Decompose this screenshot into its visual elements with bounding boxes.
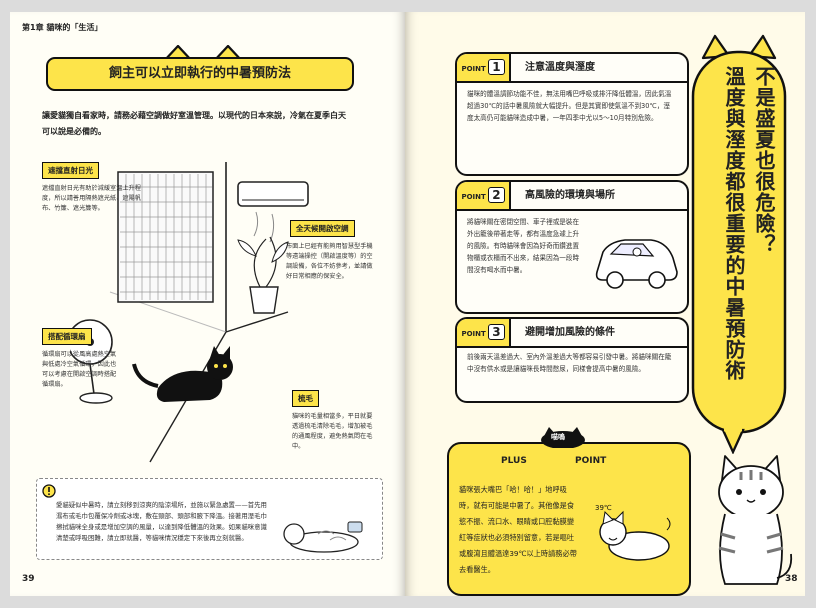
point-title-1: 注意溫度與溼度 xyxy=(525,62,595,73)
point-card-2: POINT 2 高風險的環境與場所 將貓咪關在密閉空間、車子裡或是裝在外出籠後帶… xyxy=(455,180,689,314)
point-badge-1: POINT 1 xyxy=(457,54,511,81)
point-header-3: POINT 3 避開增加風險的條件 xyxy=(457,319,687,348)
tip-label-fan: 搭配循環扇 xyxy=(42,328,92,345)
right-page: POINT 1 注意溫度與溼度 貓咪的體溫調節功能不佳，無法用嘴巴呼吸或排汗降低… xyxy=(405,12,805,596)
running-head: 第1章 貓咪的「生活」 xyxy=(22,23,103,32)
exclamation-icon xyxy=(42,484,56,498)
lying-cat-illustration xyxy=(283,521,363,553)
plus-label-right: POINT xyxy=(575,456,607,466)
sitting-cat-illustration xyxy=(718,455,793,585)
cat-head-badge-icon xyxy=(541,427,585,448)
tip-desc-brushing: 貓咪的毛量相當多，平日就要透過梳毛清除毛毛，增加被毛的通風程度，避免熱氣悶在毛中… xyxy=(292,413,373,450)
plus-badge-text: 喵嗚 xyxy=(551,433,565,441)
plus-label-left: PLUS xyxy=(501,456,527,466)
tip-label-aircon: 全天候開啟空調 xyxy=(290,220,355,237)
room-illustration xyxy=(70,162,309,463)
big-title-line-2: 溫度與溼度都很重要的中暑預防術 xyxy=(722,66,746,381)
point-card-3: POINT 3 避開增加風險的條件 前後兩天溫差過大、室內外溫差過大等都容易引發… xyxy=(455,317,689,403)
point-title-3: 避開增加風險的條件 xyxy=(525,327,615,338)
point-title-2: 高風險的環境與場所 xyxy=(525,190,615,201)
point-header-1: POINT 1 注意溫度與溼度 xyxy=(457,54,687,83)
tip-desc-sunlight: 遮擋直射日光有助於減緩室溫上升程度，所以請善用隔熱遮光紙、遮陽帆布、竹簾、遮光簾… xyxy=(42,185,141,212)
first-aid-note-text: 愛貓疑似中暑時，請立刻移到涼爽的陰涼場所，並施以緊急處置——首先用濕布或毛巾包覆… xyxy=(56,501,267,542)
tip-label-brushing: 梳毛 xyxy=(292,390,319,407)
tip-desc-aircon: 市面上已經有能夠用智慧型手機等遠端操控（開啟溫度等）的空調設備，各位不妨參考，並… xyxy=(286,243,373,280)
page-title: 飼主可以立即執行的中暑預防法 xyxy=(108,66,291,81)
page-title-box: 飼主可以立即執行的中暑預防法 xyxy=(46,57,354,91)
point-badge-2: POINT 2 xyxy=(457,182,511,209)
svg-text:39℃: 39℃ xyxy=(595,504,612,512)
plus-point-box xyxy=(447,442,691,596)
intro-text: 讓愛貓獨自看家時，請務必藉空調做好室溫管理。以現代的日本來說，冷氣在夏季白天可以… xyxy=(42,111,346,136)
point-card-1: POINT 1 注意溫度與溼度 貓咪的體溫調節功能不佳，無法用嘴巴呼吸或排汗降低… xyxy=(455,52,689,176)
page-number-left: 39 xyxy=(22,574,35,584)
big-title-line-1: 不是盛夏也很危險？ xyxy=(752,66,776,255)
plus-point-body: 貓咪張大嘴巴「哈！哈！」地呼吸時，就有可能是中暑了。其他像是食慾不振、流口水、眼… xyxy=(459,485,577,574)
point-body-3: 前後兩天溫差過大、室內外溫差過大等都容易引發中暑。將貓咪關在籠中沒有供水或是讓貓… xyxy=(467,353,672,373)
page-number-right: 38 xyxy=(785,574,798,584)
point-body-2: 將貓咪關在密閉空間、車子裡或是裝在外出籠後帶著走等，都有溫度急遽上升的風險。有時… xyxy=(467,218,580,274)
big-title-bubble xyxy=(691,34,787,454)
tip-desc-fan: 循環扇可以從風高處熱空氣與低處冷空氣循環，因此也可以考慮在開啟空調時搭配循環扇。 xyxy=(42,351,117,388)
tip-label-sunlight: 遮擋直射日光 xyxy=(42,162,99,179)
point-body-1: 貓咪的體溫調節功能不佳，無法用嘴巴呼吸或排汗降低體溫，因此氣溫超過30℃的話中暑… xyxy=(467,90,672,122)
point-badge-3: POINT 3 xyxy=(457,319,511,346)
left-page: 第1章 貓咪的「生活」 飼主可以立即執行的中暑預防法 讓愛貓獨自看家時，請務必藉… xyxy=(10,12,405,596)
point-header-2: POINT 2 高風險的環境與場所 xyxy=(457,182,687,211)
car-illustration xyxy=(595,239,678,289)
sick-cat-illustration: 39℃ xyxy=(595,504,671,561)
